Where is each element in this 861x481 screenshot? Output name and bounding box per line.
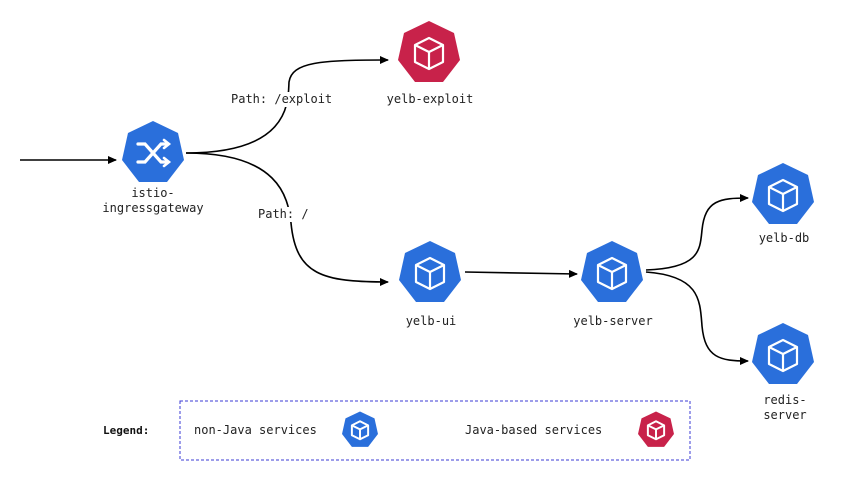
server-label: yelb-server <box>573 314 653 328</box>
edge-server-to-db <box>645 194 749 271</box>
cube-icon <box>596 256 628 291</box>
gateway-label-line1: istio- <box>131 186 175 200</box>
edges <box>20 56 749 365</box>
redis-label: redis-server <box>763 393 807 422</box>
cube-icon <box>413 36 445 71</box>
shuffle-icon <box>136 138 172 168</box>
node-yelb-db[interactable] <box>752 163 814 224</box>
edge-label-exploit: Path: /exploit <box>231 92 333 107</box>
legend-java-label: Java-based services <box>465 423 603 437</box>
legend-non-java-label: non-Java services <box>194 423 317 437</box>
node-istio-ingressgateway[interactable] <box>122 121 184 182</box>
node-yelb-ui[interactable] <box>399 241 461 302</box>
cube-icon <box>767 338 799 373</box>
exploit-label: yelb-exploit <box>386 92 474 106</box>
ui-label: yelb-ui <box>405 314 457 328</box>
node-yelb-server[interactable] <box>581 241 643 302</box>
legend-box <box>179 400 691 461</box>
node-yelb-exploit[interactable] <box>398 21 460 82</box>
gateway-label-line2: ingressgateway <box>102 201 204 215</box>
legend-non-java-icon <box>342 411 378 447</box>
legend-title: Legend: <box>103 424 150 437</box>
edge-label-root: Path: / <box>258 207 309 222</box>
legend-java-icon <box>638 411 674 447</box>
db-label: yelb-db <box>758 231 810 245</box>
node-redis-server[interactable] <box>752 323 814 384</box>
edge-gateway-to-exploit <box>185 56 389 154</box>
edge-ui-to-server <box>464 269 578 278</box>
gateway-label: istio- ingressgateway <box>102 186 203 216</box>
edge-gateway-to-ui <box>185 152 389 286</box>
edge-server-to-redis <box>645 271 749 365</box>
cube-icon <box>767 178 799 213</box>
cube-icon <box>414 256 446 291</box>
